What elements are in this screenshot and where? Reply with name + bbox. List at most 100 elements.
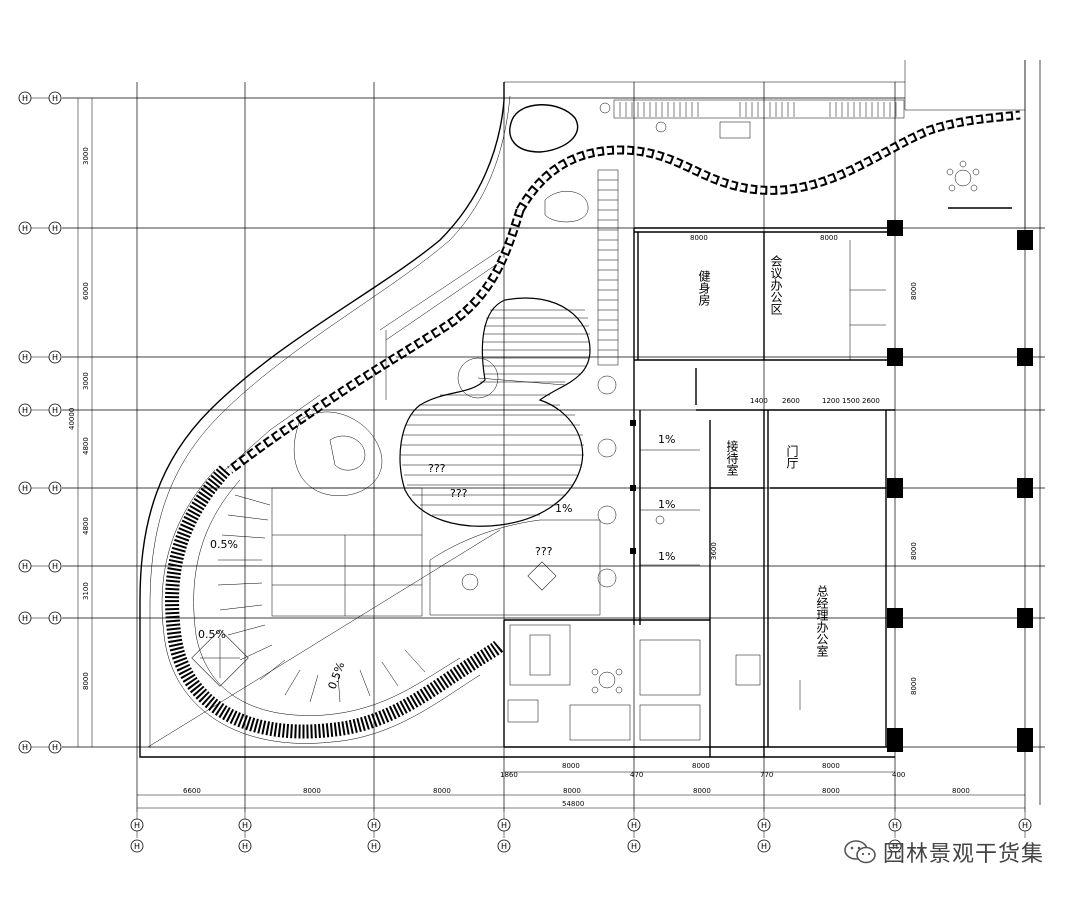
axis-bottom-7: H (892, 821, 898, 830)
central-deck (399, 297, 601, 616)
top-dim-1: 8000 (690, 234, 708, 242)
inner-dim-5: 770 (760, 771, 773, 779)
svg-text:H: H (52, 562, 58, 571)
tree-planters (597, 375, 665, 588)
slope-6: 0.5% (198, 628, 226, 641)
left-dim-1: 3000 (82, 147, 90, 165)
svg-text:H: H (371, 842, 377, 851)
building-dims: 8000 8000 8000 8000 8000 1400 2600 1200 … (690, 234, 918, 695)
bottom-dimension-chain: 6600 8000 8000 8000 8000 8000 8000 54800… (137, 762, 1025, 809)
svg-text:H: H (892, 842, 898, 851)
slope-3: 1% (658, 550, 675, 563)
slope-2: 1% (658, 498, 675, 511)
room-gym: 健身房 (697, 270, 711, 306)
slope-5: 0.5% (210, 538, 238, 551)
inner-dim-1: 1860 (500, 771, 518, 779)
room-labels: 健身房 会议办公区 接待室 门厅 总经理办公室 (697, 255, 829, 657)
building-walls (503, 227, 895, 757)
left-dim-3: 3000 (82, 372, 90, 390)
inner-dim-6: 8000 (822, 762, 840, 770)
outdoor-table (946, 160, 1012, 209)
amphitheater (147, 465, 505, 748)
axis-left-5: H (22, 484, 28, 493)
left-dim-2: 6000 (82, 282, 90, 300)
room-lobby: 门厅 (785, 444, 799, 469)
bottom-dim-5: 8000 (693, 787, 711, 795)
svg-text:H: H (631, 842, 637, 851)
svg-text:H: H (761, 842, 767, 851)
structural-columns (630, 220, 1033, 752)
inner-dim-7: 400 (892, 771, 905, 779)
room-reception: 接待室 (725, 439, 739, 476)
svg-text:H: H (52, 614, 58, 623)
unknown-label-1: ??? (428, 462, 446, 475)
svg-text:H: H (52, 484, 58, 493)
lawn-grid (271, 411, 423, 617)
unknown-label-2: ??? (450, 487, 468, 500)
axis-left-7: H (22, 614, 28, 623)
left-dim-4: 4800 (82, 437, 90, 455)
axis-bottom-4: H (501, 821, 507, 830)
stepping-stone-path (224, 104, 1021, 474)
slope-4: 1% (555, 502, 572, 515)
svg-text:H: H (52, 406, 58, 415)
furniture (507, 624, 701, 741)
axis-bottom-1: H (134, 821, 140, 830)
axis-left-8: H (22, 743, 28, 752)
axis-left-1: H (22, 94, 28, 103)
right-dim-c: 8000 (910, 677, 918, 695)
axis-bottom-5: H (631, 821, 637, 830)
bottom-dim-6: 8000 (822, 787, 840, 795)
axis-left-3: H (22, 353, 28, 362)
inner-dim-4: 8000 (692, 762, 710, 770)
axis-bottom-3: H (371, 821, 377, 830)
left-axis-bubbles: H H H H H H H H H H H H H H H H (18, 91, 62, 754)
bottom-dim-total: 54800 (562, 800, 584, 808)
svg-text:H: H (52, 94, 58, 103)
left-dim-total: 40000 (68, 408, 76, 430)
bottom-axis-bubbles: H H H H H H H H H H H H H H H (130, 812, 1032, 853)
bottom-dim-4: 8000 (563, 787, 581, 795)
svg-text:H: H (242, 842, 248, 851)
bottom-dim-1: 6600 (183, 787, 201, 795)
deck-hatching (401, 309, 590, 516)
right-dim-a: 8000 (910, 282, 918, 300)
axis-left-2: H (22, 224, 28, 233)
row-dim-5: 2600 (862, 397, 880, 405)
top-pergola (599, 99, 905, 139)
row-dim-4: 1500 (842, 397, 860, 405)
wechat-icon (844, 840, 876, 864)
top-dim-2: 8000 (820, 234, 838, 242)
bottom-dim-3: 8000 (433, 787, 451, 795)
svg-text:H: H (134, 842, 140, 851)
horizontal-grid-lines (62, 97, 1045, 748)
svg-text:H: H (501, 842, 507, 851)
left-dim-6: 3100 (82, 582, 90, 600)
slope-1: 1% (658, 433, 675, 446)
inner-dim-2: 8000 (562, 762, 580, 770)
svg-text:H: H (52, 353, 58, 362)
svg-text:H: H (52, 743, 58, 752)
watermark-text: 园林景观干货集 (882, 842, 1044, 867)
svg-text:H: H (52, 224, 58, 233)
axis-bottom-2: H (242, 821, 248, 830)
axis-left-4: H (22, 406, 28, 415)
watermark: 园林景观干货集 (843, 836, 1044, 868)
row-dim-2: 2600 (782, 397, 800, 405)
right-dim-b: 8000 (910, 542, 918, 560)
room-gm-office: 总经理办公室 (815, 585, 829, 657)
unknown-label-3: ??? (535, 545, 553, 558)
axis-left-6: H (22, 562, 28, 571)
row-dim-3: 1200 (822, 397, 840, 405)
slope-7: 0.5% (326, 660, 348, 691)
left-dim-5: 4800 (82, 517, 90, 535)
axis-bottom-6: H (761, 821, 767, 830)
row-dim-6: 3600 (710, 542, 718, 560)
left-dimension-chain: 3000 6000 3000 4800 4800 3100 8000 40000 (68, 98, 93, 747)
slope-labels: 1% 1% 1% 1% 0.5% 0.5% 0.5% ??? ??? ??? (198, 433, 675, 691)
left-dim-7: 8000 (82, 672, 90, 690)
bottom-dim-2: 8000 (303, 787, 321, 795)
site-boundary (139, 60, 1026, 758)
bottom-dim-7: 8000 (952, 787, 970, 795)
